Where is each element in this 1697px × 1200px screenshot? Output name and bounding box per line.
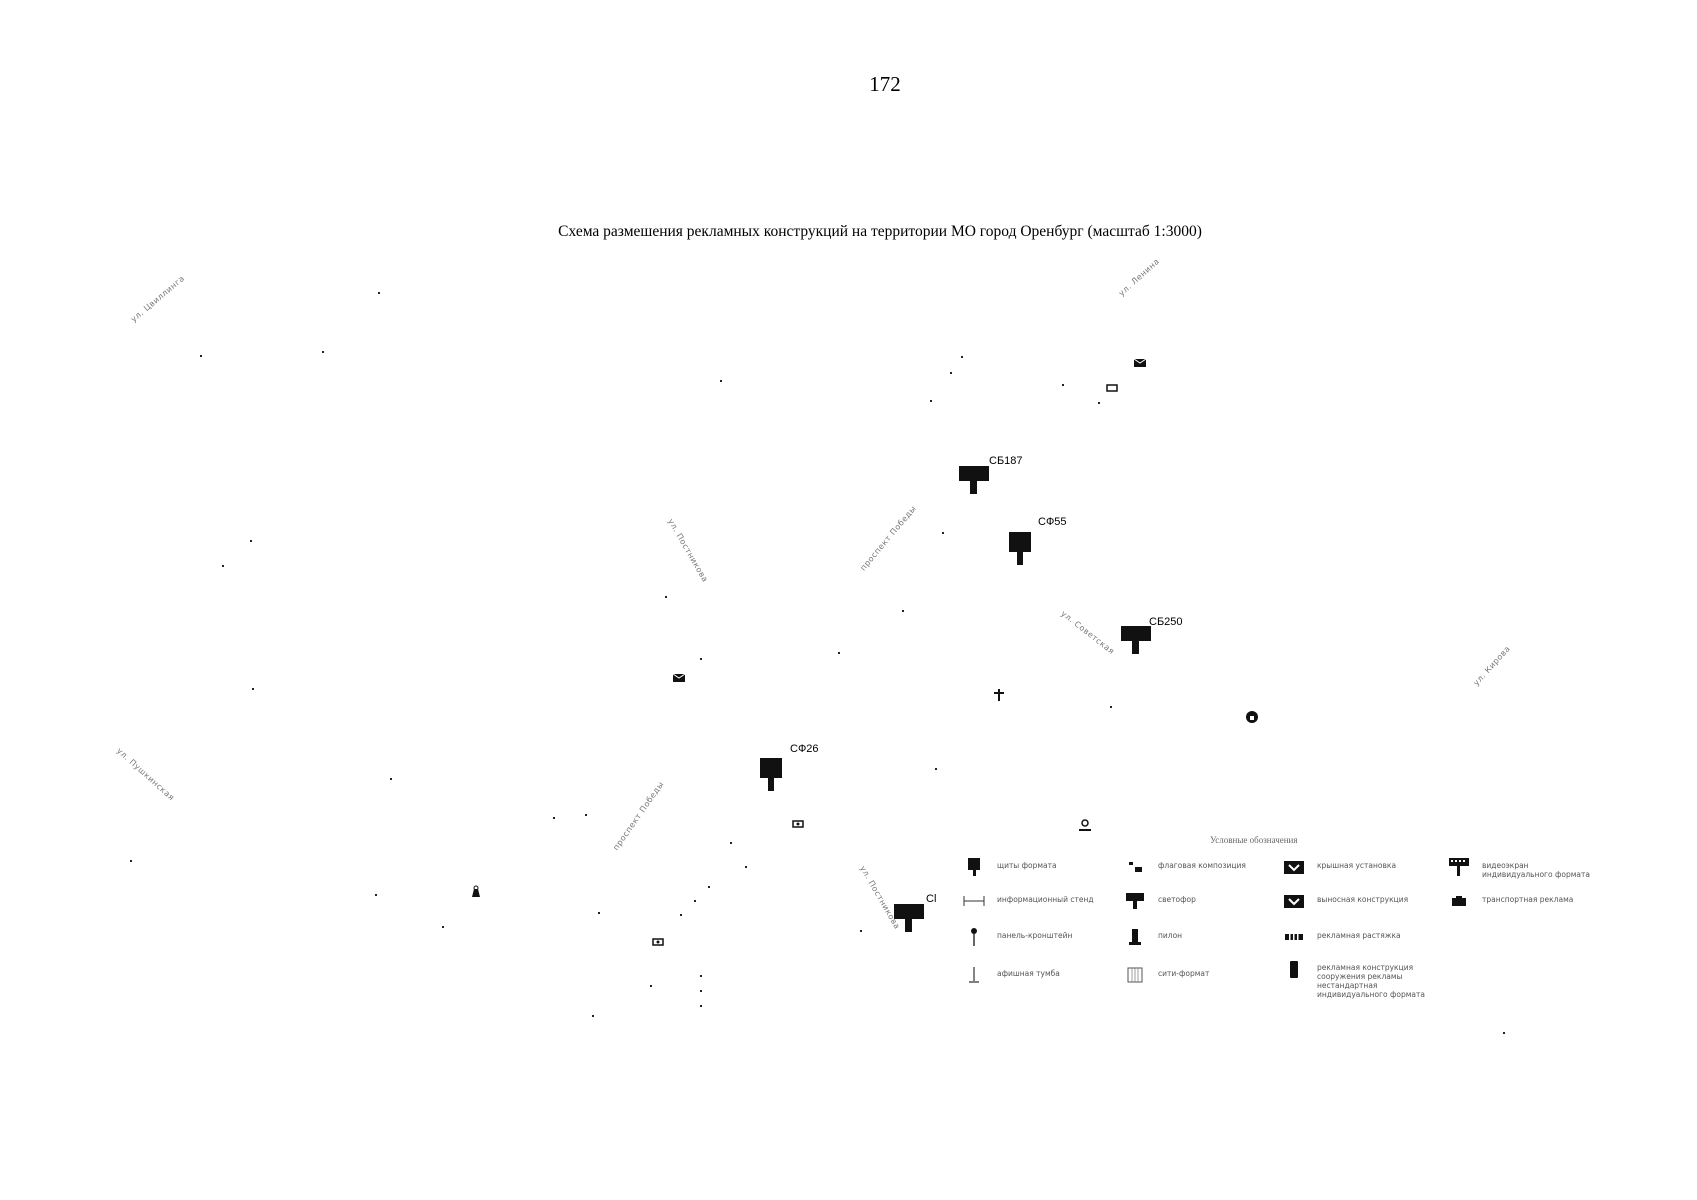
map-dot xyxy=(935,768,937,770)
small-sign-icon xyxy=(1106,384,1118,392)
map-dot xyxy=(680,914,682,916)
cross-icon xyxy=(994,689,1004,701)
legend-item-pylon: пилон xyxy=(1124,926,1182,948)
video-screen-icon xyxy=(1448,856,1470,878)
map-dot xyxy=(860,930,862,932)
map-dot xyxy=(1062,384,1064,386)
map-dot xyxy=(730,842,732,844)
billboard-marker-sf55[interactable] xyxy=(1007,530,1033,566)
street-label-ne: ул. Кирова xyxy=(1471,644,1513,688)
billboard-marker-cl[interactable] xyxy=(893,902,925,934)
billboard-marker-sb250[interactable] xyxy=(1120,624,1152,656)
map-dot xyxy=(322,351,324,353)
marker-label-cl: Cl xyxy=(926,893,937,905)
map-title: Схема размешения рекламных конструкций н… xyxy=(558,223,1202,240)
map-dot xyxy=(200,355,202,357)
map-dot xyxy=(250,540,252,542)
map-dot xyxy=(708,886,710,888)
map-dot xyxy=(252,688,254,690)
legend-item-special: рекламная конструкция сооружения рекламы… xyxy=(1283,958,1425,999)
map-dot xyxy=(222,565,224,567)
marker-label-sf55: СФ55 xyxy=(1038,516,1067,528)
street-label-center-3: ул. Советская xyxy=(1059,608,1117,657)
legend-title: Условные обозначения xyxy=(1210,835,1298,845)
map-dot xyxy=(592,1015,594,1017)
bag-icon xyxy=(472,885,480,897)
map-dot xyxy=(700,975,702,977)
map-dot xyxy=(950,372,952,374)
lock-icon xyxy=(1246,711,1258,723)
map-dot xyxy=(700,658,702,660)
street-label-sw-1: проспект Победы xyxy=(611,779,666,853)
legend-item-shchit: щиты формата xyxy=(963,856,1057,878)
street-label-top: ул. Ленина xyxy=(1116,256,1162,298)
legend-item-flag: флаговая композиция xyxy=(1124,856,1246,878)
legend-item-panel: панель-кронштейн xyxy=(963,926,1072,948)
map-dot xyxy=(130,860,132,862)
map-dot xyxy=(930,400,932,402)
map-dot xyxy=(378,292,380,294)
traffic-light-icon xyxy=(1124,890,1146,912)
legend-item-tumba: афишная тумба xyxy=(963,964,1060,986)
street-label-center-1: ул. Постникова xyxy=(666,517,710,584)
info-board-icon xyxy=(1079,819,1091,831)
roof-installation-icon xyxy=(1283,856,1305,878)
flag-icon xyxy=(1124,856,1146,878)
map-dot xyxy=(902,610,904,612)
map-dot xyxy=(700,1005,702,1007)
legend-item-roof-spec: выносная конструкция xyxy=(1283,890,1408,912)
marker-label-sb187: СБ187 xyxy=(989,455,1023,467)
map-dot xyxy=(598,912,600,914)
map-dot xyxy=(942,532,944,534)
billboard-icon xyxy=(963,856,985,878)
map-dot xyxy=(720,380,722,382)
small-sign-icon xyxy=(652,938,664,946)
legend-item-stela: сити-формат xyxy=(1124,964,1209,986)
city-format-icon xyxy=(1124,964,1146,986)
info-stand-icon xyxy=(963,890,985,912)
map-dot xyxy=(390,778,392,780)
envelope-icon xyxy=(1133,358,1147,367)
map-dot xyxy=(694,900,696,902)
legend-item-stretch: рекламная растяжка xyxy=(1283,926,1401,948)
billboard-marker-sf26[interactable] xyxy=(758,756,784,792)
page-number: 172 xyxy=(869,72,901,96)
map-dot xyxy=(375,894,377,896)
map-dot xyxy=(700,990,702,992)
bracket-panel-icon xyxy=(963,926,985,948)
map-dot xyxy=(1098,402,1100,404)
envelope-icon xyxy=(672,673,686,682)
street-label-nw: ул. Цвиллинга xyxy=(129,273,187,324)
legend-item-info-stand: информационный стенд xyxy=(963,890,1094,912)
billboard-marker-sb187[interactable] xyxy=(958,464,990,496)
map-dot xyxy=(1503,1032,1505,1034)
map-dot xyxy=(553,817,555,819)
map-dot xyxy=(1110,706,1112,708)
street-label-center-2: проспект Победы xyxy=(858,503,919,573)
map-dot xyxy=(665,596,667,598)
transport-ad-icon xyxy=(1448,890,1470,912)
stretch-banner-icon xyxy=(1283,926,1305,948)
map-dot xyxy=(838,652,840,654)
legend-item-semaphore: светофор xyxy=(1124,890,1196,912)
legend-item-transport: транспортная реклама xyxy=(1448,890,1573,912)
map-dot xyxy=(585,814,587,816)
pylon-icon xyxy=(1124,926,1146,948)
map-dot xyxy=(745,866,747,868)
map-dot xyxy=(442,926,444,928)
small-sign-icon xyxy=(792,820,804,828)
legend-item-videoscreen: видеоэкран индивидуального формата xyxy=(1448,856,1590,879)
special-construction-icon xyxy=(1283,958,1305,980)
roof-special-icon xyxy=(1283,890,1305,912)
legend-item-roof: крышная установка xyxy=(1283,856,1396,878)
map-dot xyxy=(650,985,652,987)
poster-pillar-icon xyxy=(963,964,985,986)
street-label-west: ул. Пушкинская xyxy=(114,746,177,803)
marker-label-sf26: СФ26 xyxy=(790,743,819,755)
map-dot xyxy=(961,356,963,358)
marker-label-sb250: СБ250 xyxy=(1149,616,1183,628)
